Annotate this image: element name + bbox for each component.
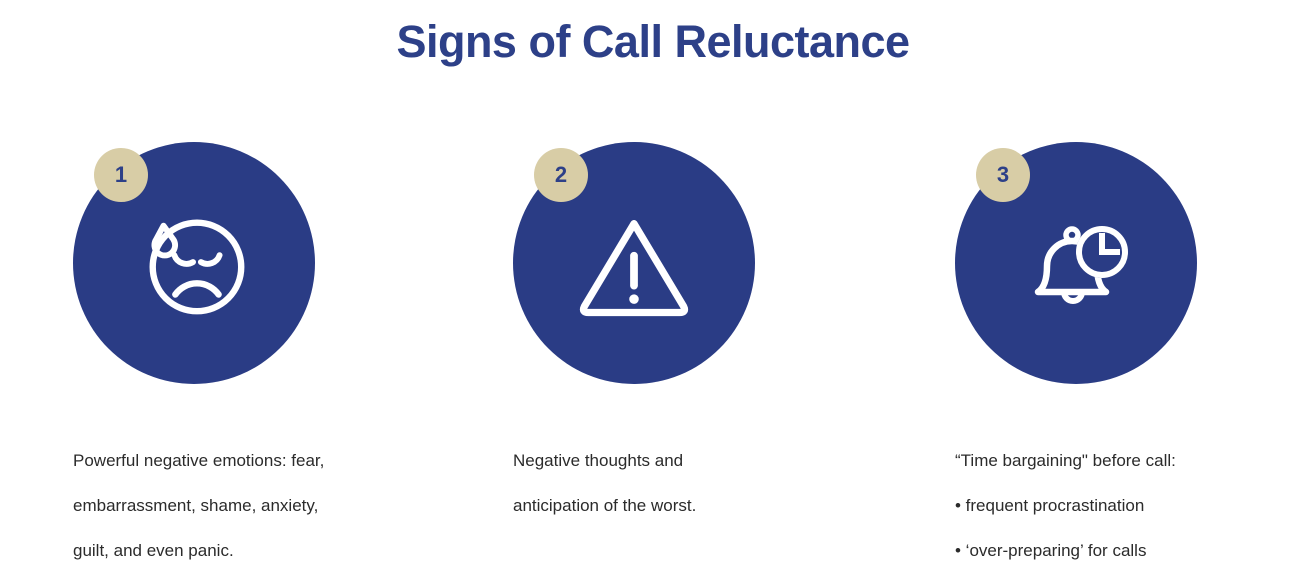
icon-circle-wrap-3: 3 <box>955 142 1197 384</box>
sad-face-with-sweat-icon <box>149 219 245 315</box>
caption-bullet-item: • ‘over-preparing’ for calls <box>955 540 1147 560</box>
step-badge-2: 2 <box>534 148 588 202</box>
caption-3: “Time bargaining" before call: • frequen… <box>955 427 1275 585</box>
caption-line: embarrassment, shame, anxiety, <box>73 495 319 515</box>
caption-line: “Time bargaining" before call: <box>955 450 1176 470</box>
bell-with-clock-icon <box>1034 226 1128 304</box>
caption-line: anticipation of the worst. <box>513 495 697 515</box>
icon-circle-wrap-2: 2 <box>513 142 755 384</box>
column-2: 2 Negative thoughts and anticipation of … <box>513 142 843 515</box>
caption-line: Negative thoughts and <box>513 450 684 470</box>
columns-container: 1 Powerful negative emotions: fear, emba… <box>73 142 1285 560</box>
icon-circle-wrap-1: 1 <box>73 142 315 384</box>
caption-2: Negative thoughts and anticipation of th… <box>513 427 833 540</box>
step-badge-1: 1 <box>94 148 148 202</box>
caption-line: Powerful negative emotions: fear, <box>73 450 325 470</box>
caption-bullet-item: • frequent procrastination <box>955 495 1145 515</box>
caption-1: Powerful negative emotions: fear, embarr… <box>73 427 393 585</box>
step-badge-3: 3 <box>976 148 1030 202</box>
column-1: 1 Powerful negative emotions: fear, emba… <box>73 142 403 560</box>
page-title: Signs of Call Reluctance <box>396 16 910 67</box>
column-3: 3 “Time bargaining" before call: • frequ… <box>955 142 1285 560</box>
warning-triangle-icon <box>579 220 689 317</box>
caption-line: guilt, and even panic. <box>73 540 234 560</box>
infographic-slide: Signs of Call Reluctance <box>73 16 1285 560</box>
